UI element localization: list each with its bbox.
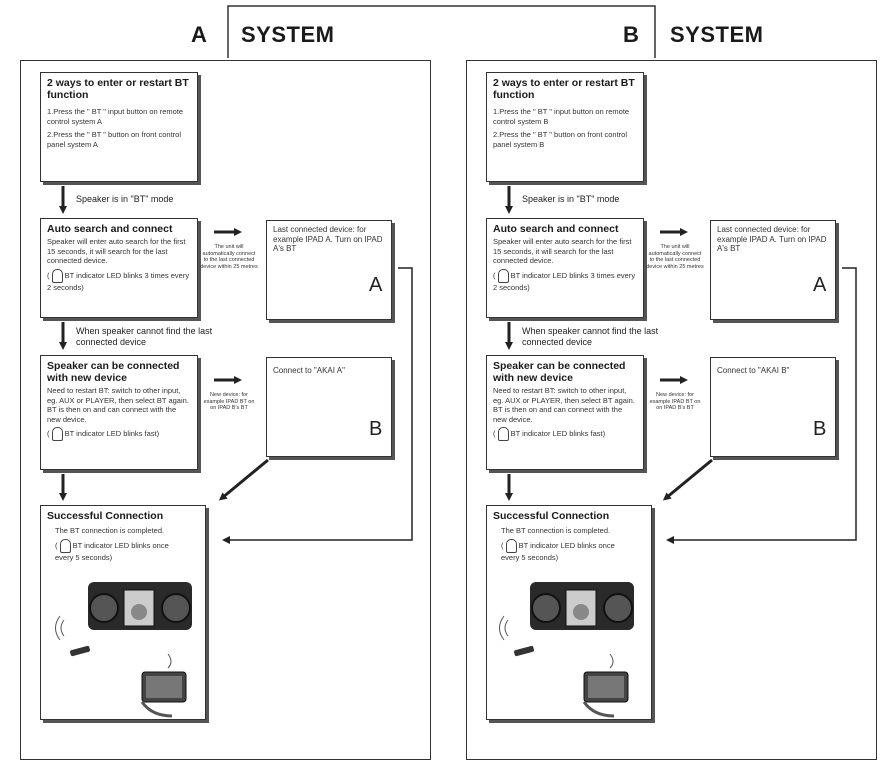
system-a-connect-box: Connect to "AKAI A" [266, 357, 392, 457]
success-text: The BT connection is completed. [55, 526, 165, 535]
last-device-text: Last connected device: for example IPAD … [717, 225, 827, 253]
auto-text: Speaker will enter auto search for the f… [47, 237, 186, 265]
new-title: Speaker can be connected with new device [47, 360, 180, 384]
new-text: Need to restart BT: switch to other inpu… [47, 386, 189, 424]
cannot-find-label: When speaker cannot find the last connec… [76, 326, 213, 347]
success-title: Successful Connection [47, 510, 164, 522]
enter-title: 2 ways to enter or restart BT function [47, 77, 189, 101]
system-a-enter-box: 2 ways to enter or restart BT function 1… [40, 72, 198, 182]
auto-note: The unit will automatically connect to t… [646, 244, 704, 270]
new-title: Speaker can be connected with new device [493, 360, 626, 384]
new-note: New device: for example IPAD BT on on IP… [203, 392, 255, 411]
system-a-last-device-box: Last connected device: for example IPAD … [266, 220, 392, 320]
speaker-illustration [530, 582, 634, 630]
system-b-connect-box: Connect to "AKAI B" [710, 357, 836, 457]
system-a-title: SYSTEM [241, 22, 335, 47]
auto-led: BT indicator LED blinks 3 times every 2 … [47, 270, 190, 292]
arrow-diag-b [218, 458, 269, 501]
success-title: Successful Connection [493, 510, 610, 522]
system-a-connectors [59, 186, 413, 544]
auto-text: Speaker will enter auto search for the f… [493, 237, 632, 265]
new-note: New device: for example IPAD BT on on IP… [649, 392, 701, 411]
arrow-return-a [222, 267, 413, 544]
last-device-letter: A [369, 274, 383, 296]
system-b-auto-box: Auto search and connect Speaker will ent… [486, 218, 644, 318]
enter-step-1: 1.Press the " BT " input button on remot… [47, 107, 184, 126]
tablet-icon [582, 653, 629, 718]
auto-title: Auto search and connect [47, 223, 173, 235]
connect-letter: B [369, 418, 383, 440]
system-b-last-device-box: Last connected device: for example IPAD … [710, 220, 836, 320]
system-a-letter: A [191, 22, 207, 47]
enter-step-2: 2.Press the " BT " button on front contr… [47, 130, 182, 149]
success-text: The BT connection is completed. [501, 526, 611, 535]
auto-led: BT indicator LED blinks 3 times every 2 … [493, 270, 636, 292]
connect-text: Connect to "AKAI B" [717, 366, 790, 375]
system-b-letter: B [623, 22, 639, 47]
led-bulb-icon [497, 427, 509, 441]
last-device-letter: A [813, 274, 827, 296]
system-a-auto-box: Auto search and connect Speaker will ent… [40, 218, 198, 318]
system-a-new-box: Speaker can be connected with new device… [40, 355, 198, 470]
enter-step-1: 1.Press the " BT " input button on remot… [493, 107, 630, 126]
speaker-illustration [88, 582, 192, 630]
new-led: BT indicator LED blinks fast) [64, 428, 160, 438]
auto-note: The unit will automatically connect to t… [200, 244, 258, 270]
led-bulb-icon [51, 427, 63, 441]
remote-icon [55, 615, 90, 657]
mode-label: Speaker is in "BT" mode [76, 194, 174, 204]
connect-text: Connect to "AKAI A" [273, 366, 345, 375]
cannot-find-label: When speaker cannot find the last connec… [522, 326, 659, 347]
connect-letter: B [813, 418, 827, 440]
enter-title: 2 ways to enter or restart BT function [493, 77, 635, 101]
system-b-enter-box: 2 ways to enter or restart BT function 1… [486, 72, 644, 182]
auto-title: Auto search and connect [493, 223, 619, 235]
last-device-text: Last connected device: for example IPAD … [273, 225, 383, 253]
new-text: Need to restart BT: switch to other inpu… [493, 386, 635, 424]
remote-icon [499, 615, 534, 657]
new-led: BT indicator LED blinks fast) [510, 428, 606, 438]
success-led: BT indicator LED blinks once every 5 sec… [501, 540, 615, 562]
mode-label: Speaker is in "BT" mode [522, 194, 620, 204]
system-b-new-box: Speaker can be connected with new device… [486, 355, 644, 470]
enter-step-2: 2.Press the " BT " button on front contr… [493, 130, 628, 149]
success-led: BT indicator LED blinks once every 5 sec… [55, 540, 169, 562]
system-b-title: SYSTEM [670, 22, 764, 47]
tablet-icon [140, 653, 187, 718]
system-b-connectors [505, 186, 857, 544]
